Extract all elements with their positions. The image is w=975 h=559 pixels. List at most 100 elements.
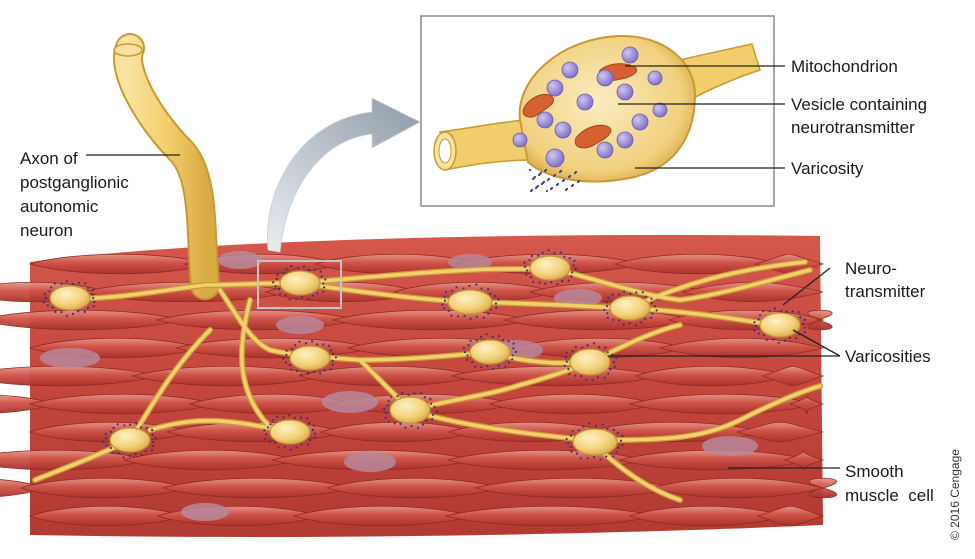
neurotransmitter-dot bbox=[387, 400, 390, 403]
neurotransmitter-dot bbox=[77, 310, 80, 313]
neurotransmitter-dot bbox=[462, 287, 465, 290]
neurotransmitter-dot bbox=[511, 358, 514, 361]
neurotransmitter-dot bbox=[504, 365, 507, 368]
neurotransmitter-dot bbox=[334, 356, 337, 359]
neurotransmitter-dot bbox=[773, 307, 777, 310]
neurotransmitter-dot bbox=[431, 418, 434, 421]
neurotransmitter-dot bbox=[594, 424, 598, 427]
varicosity-swelling bbox=[389, 396, 431, 424]
neurotransmitter-dot bbox=[386, 404, 389, 407]
neurotransmitter-dot bbox=[485, 333, 488, 336]
neurotransmitter-dot bbox=[462, 346, 465, 349]
neurotransmitter-dot bbox=[92, 296, 95, 300]
neurotransmitter-dot bbox=[653, 305, 657, 308]
neurotransmitter-dot bbox=[385, 411, 388, 414]
neurotransmitter-dot bbox=[598, 346, 601, 349]
neurotransmitter-dot bbox=[42, 301, 46, 304]
neurotransmitter-dot bbox=[300, 443, 303, 446]
neurotransmitter-dot bbox=[512, 342, 515, 345]
neurotransmitter-dot bbox=[463, 314, 466, 317]
neurotransmitter-dot bbox=[573, 259, 576, 262]
neurotransmitter-dot bbox=[86, 306, 90, 310]
neurotransmitter-dot bbox=[323, 286, 326, 289]
vesicle bbox=[554, 121, 572, 139]
neurotransmitter-dot bbox=[419, 391, 423, 394]
neurotransmitter-dot bbox=[469, 317, 472, 320]
neurotransmitter-dot bbox=[384, 416, 387, 419]
neurotransmitter-dot bbox=[44, 296, 48, 300]
neurotransmitter-dot bbox=[102, 441, 105, 444]
neurotransmitter-dot bbox=[537, 254, 540, 257]
vesicle bbox=[546, 79, 564, 97]
neurotransmitter-dot bbox=[105, 444, 108, 447]
neurotransmitter-dot bbox=[455, 286, 458, 289]
neurotransmitter-dot bbox=[575, 452, 579, 455]
neurotransmitter-dot bbox=[586, 344, 589, 347]
neurotransmitter-dot bbox=[586, 457, 589, 460]
label-neurotransmitter-line-2: transmitter bbox=[845, 282, 926, 301]
neurotransmitter-dot bbox=[604, 346, 607, 349]
neurotransmitter-dot bbox=[559, 251, 562, 254]
neurotransmitter-dot bbox=[607, 296, 610, 299]
vesicle bbox=[621, 46, 639, 64]
neurotransmitter-dot bbox=[547, 249, 550, 252]
neurotransmitter-dot bbox=[803, 318, 806, 321]
neurotransmitter-dot bbox=[529, 276, 533, 279]
neurotransmitter-dot bbox=[762, 310, 765, 313]
neurotransmitter-dot bbox=[289, 448, 292, 451]
neurotransmitter-dot bbox=[274, 441, 277, 444]
muscle-cell bbox=[756, 505, 825, 527]
neurotransmitter-dot bbox=[430, 402, 433, 405]
neurotransmitter-dot bbox=[480, 287, 483, 290]
neurotransmitter-dot bbox=[71, 312, 75, 315]
neurotransmitter-dot bbox=[65, 280, 68, 283]
neurotransmitter-dot bbox=[300, 296, 304, 299]
neurotransmitter-dot bbox=[603, 376, 606, 379]
neurotransmitter-dot bbox=[489, 308, 493, 311]
muscle-cell bbox=[736, 421, 824, 443]
neurotransmitter-dot bbox=[268, 440, 271, 443]
leader-varicosities-2 bbox=[792, 329, 841, 357]
neurotransmitter-dot bbox=[282, 357, 285, 360]
neurotransmitter-dot bbox=[300, 373, 303, 376]
varicosity bbox=[462, 333, 518, 370]
varicosity-swelling bbox=[759, 312, 801, 338]
neurotransmitter-dot bbox=[91, 293, 94, 296]
neurotransmitter-dot bbox=[606, 312, 609, 315]
neurotransmitter-dot bbox=[396, 395, 399, 398]
neurotransmitter-dot bbox=[86, 286, 90, 290]
neurotransmitter-dot bbox=[607, 372, 610, 375]
neurotransmitter-dot bbox=[565, 437, 568, 441]
neurotransmitter-dot bbox=[112, 426, 115, 430]
neurotransmitter-dot bbox=[494, 302, 498, 305]
neurotransmitter-dot bbox=[645, 295, 648, 298]
neurotransmitter-dot bbox=[605, 455, 608, 458]
neurotransmitter-dot bbox=[480, 365, 483, 369]
neurotransmitter-dot bbox=[514, 350, 518, 353]
neurotransmitter-dot bbox=[791, 310, 794, 313]
vesicle bbox=[512, 132, 528, 148]
neurotransmitter-dot bbox=[592, 342, 596, 345]
neurotransmitter-dot bbox=[466, 354, 469, 357]
neurotransmitter-dot bbox=[574, 268, 577, 271]
inset-dot bbox=[556, 182, 560, 186]
neurotransmitter-dot bbox=[54, 310, 57, 313]
neurotransmitter-dot bbox=[655, 309, 658, 312]
neurotransmitter-dot bbox=[312, 424, 315, 427]
neurotransmitter-dot bbox=[451, 289, 454, 292]
neurotransmitter-dot bbox=[84, 282, 87, 285]
neurotransmitter-dot bbox=[569, 434, 573, 437]
neurotransmitter-dot bbox=[331, 363, 334, 366]
neurotransmitter-dot bbox=[399, 422, 402, 425]
neurotransmitter-dot bbox=[563, 364, 566, 367]
neurotransmitter-dot bbox=[762, 334, 765, 337]
neurotransmitter-dot bbox=[111, 451, 114, 454]
neurotransmitter-dot bbox=[151, 428, 154, 432]
neurotransmitter-dot bbox=[803, 331, 806, 334]
inset-dot bbox=[544, 168, 548, 172]
label-mitochondrion: Mitochondrion bbox=[791, 57, 898, 76]
neurotransmitter-dot bbox=[768, 310, 771, 313]
varicosity-swelling bbox=[109, 427, 151, 453]
neurotransmitter-dot bbox=[401, 391, 404, 394]
neurotransmitter-dot bbox=[122, 456, 125, 459]
